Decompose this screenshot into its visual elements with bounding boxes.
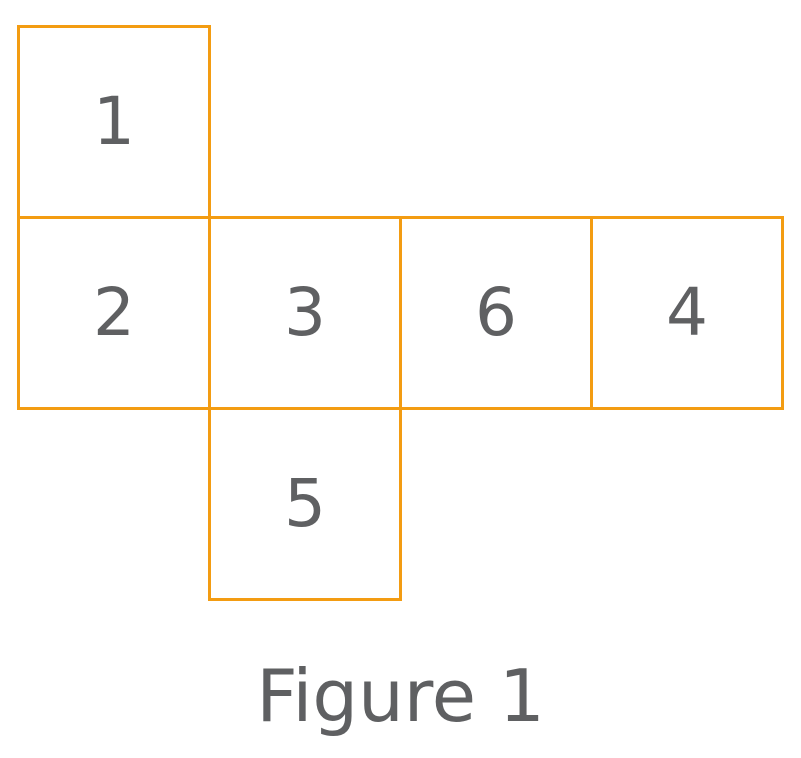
figure-caption: Figure 1	[256, 654, 545, 738]
face-label: 4	[666, 274, 708, 351]
net-face-4: 4	[590, 216, 784, 410]
cube-net: 1 2 3 6 4 5	[17, 25, 784, 601]
net-face-1: 1	[17, 25, 211, 219]
net-face-6: 6	[399, 216, 593, 410]
net-face-5: 5	[208, 407, 402, 601]
face-label: 1	[93, 83, 135, 160]
face-label: 2	[93, 274, 135, 351]
net-face-2: 2	[17, 216, 211, 410]
face-label: 6	[475, 274, 517, 351]
net-face-3: 3	[208, 216, 402, 410]
face-label: 5	[284, 465, 326, 542]
face-label: 3	[284, 274, 326, 351]
